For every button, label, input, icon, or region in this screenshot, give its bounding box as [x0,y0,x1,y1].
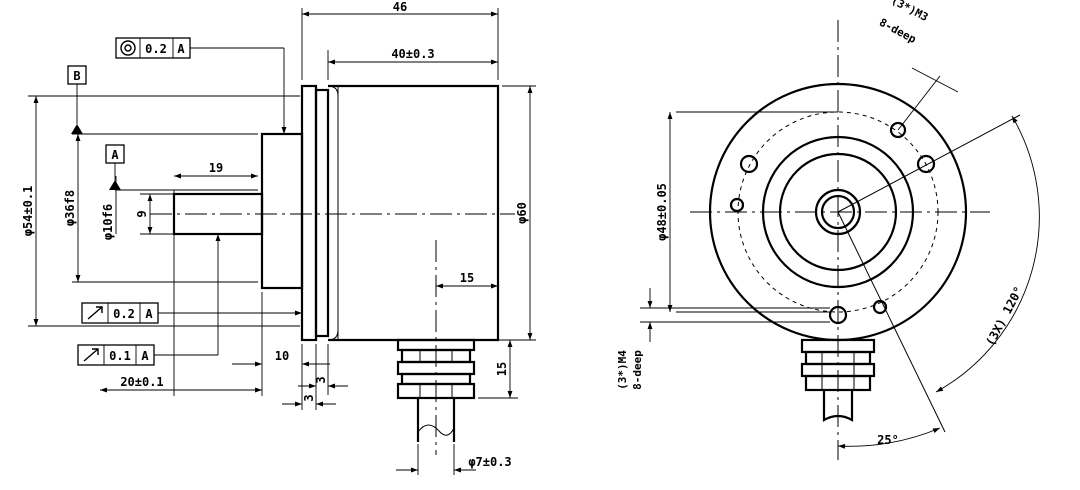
dim-spigot-diameter: φ36f8 [63,190,77,226]
datum-a-triangle [109,180,121,190]
m3-hole [729,197,745,213]
spigot [260,132,304,290]
runout-arrow-symbol [83,348,99,362]
dim-shaft-diameter: φ10f6 [101,204,115,240]
pcd-label: φ48±0.05 [655,183,669,241]
m4-label-line2: 8-deep [631,350,644,390]
front-cable-gland [800,338,876,422]
runout-face-datum: A [145,307,153,321]
angle-25-label: 25° [877,433,899,447]
runout-arrow-symbol [87,306,103,320]
angle-120-label: (3X) 120° [983,284,1026,348]
boss-circle [814,188,862,236]
dim-shaft-total: 20±0.1 [120,375,163,389]
dim-gland-height: 15 [495,362,509,376]
datum-b-triangle [71,124,83,134]
dim-flange-thk-a: 3 [314,376,328,383]
runout-shaft-datum: A [141,349,149,363]
m3-hole [889,121,907,139]
m4-hole [828,305,848,325]
body-fillet [327,85,339,341]
dim-body-diameter: φ60 [515,202,529,224]
flange-step [314,88,330,338]
m3-label-line1: (3*)M3 [889,0,930,24]
shaft-circle [820,194,856,230]
angle-25-arc [837,427,941,449]
dim-shaft-height: 9 [135,210,149,217]
side-view: 46 40±0.3 19 9 10 20±0.1 3 3 15 15 φ7±0.… [21,0,536,475]
dim-shaft-length: 19 [209,161,223,175]
m4-hole [739,154,759,174]
encoder-body [328,84,500,342]
flange-circle [761,135,915,289]
runout-face-value: 0.2 [113,307,135,321]
m3-hole [872,299,888,315]
concentricity-datum: A [177,42,185,56]
m4-hole [916,154,936,174]
radial-line-ne [837,114,1021,213]
dim-flange-to-shaft: 10 [275,349,289,363]
dim-body-length: 40±0.3 [391,47,434,61]
front-view: (3*)M3 8-deep φ48±0.05 (3*)M4 8-deep (3X… [616,0,1040,460]
angle-120-arc [935,115,1040,393]
dim-cable-diameter: φ7±0.3 [468,455,511,469]
runout-shaft-value: 0.1 [109,349,131,363]
cable [416,398,456,442]
runout-shaft-frame: 0.1 A [77,234,221,366]
concentricity-symbol [120,40,136,56]
dim-cable-offset: 15 [460,271,474,285]
concentricity-value: 0.2 [145,42,167,56]
datum-b-label: B [73,69,80,83]
spigot-circle [778,152,898,272]
dim-overall-length: 46 [393,0,407,14]
concentricity-frame: 0.2 A [115,37,287,134]
datum-a-label: A [111,148,119,162]
m3-label-line2: 8-deep [877,16,919,46]
flange [300,84,318,342]
m4-label-line1: (3*)M4 [616,350,629,390]
runout-face-frame: 0.2 A [81,302,302,324]
dim-flange-diameter: φ54±0.1 [21,186,35,237]
radial-line-se [837,211,946,433]
dim-flange-thk-b: 3 [302,394,316,401]
